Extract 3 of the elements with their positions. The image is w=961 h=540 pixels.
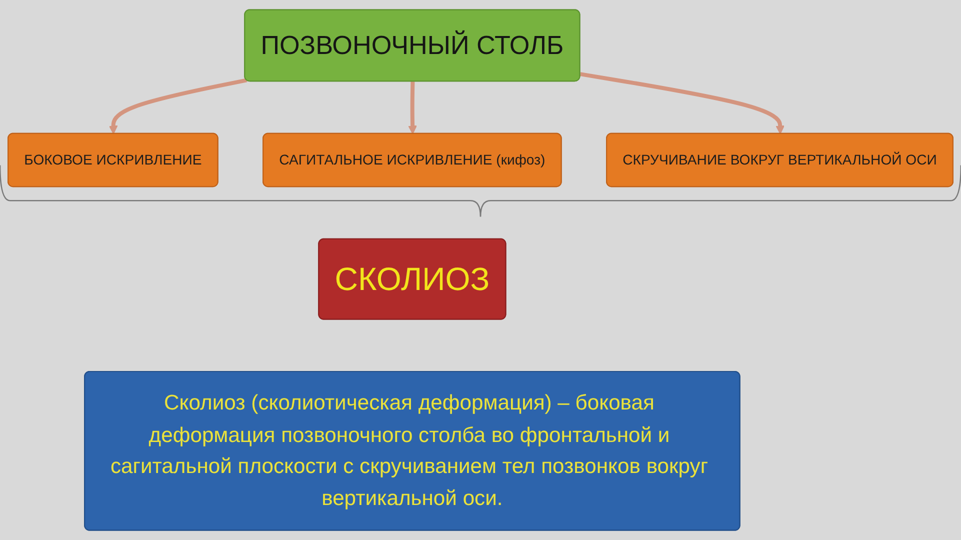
arrow (408, 82, 417, 134)
arrow (108, 78, 248, 134)
arrow (580, 72, 785, 134)
